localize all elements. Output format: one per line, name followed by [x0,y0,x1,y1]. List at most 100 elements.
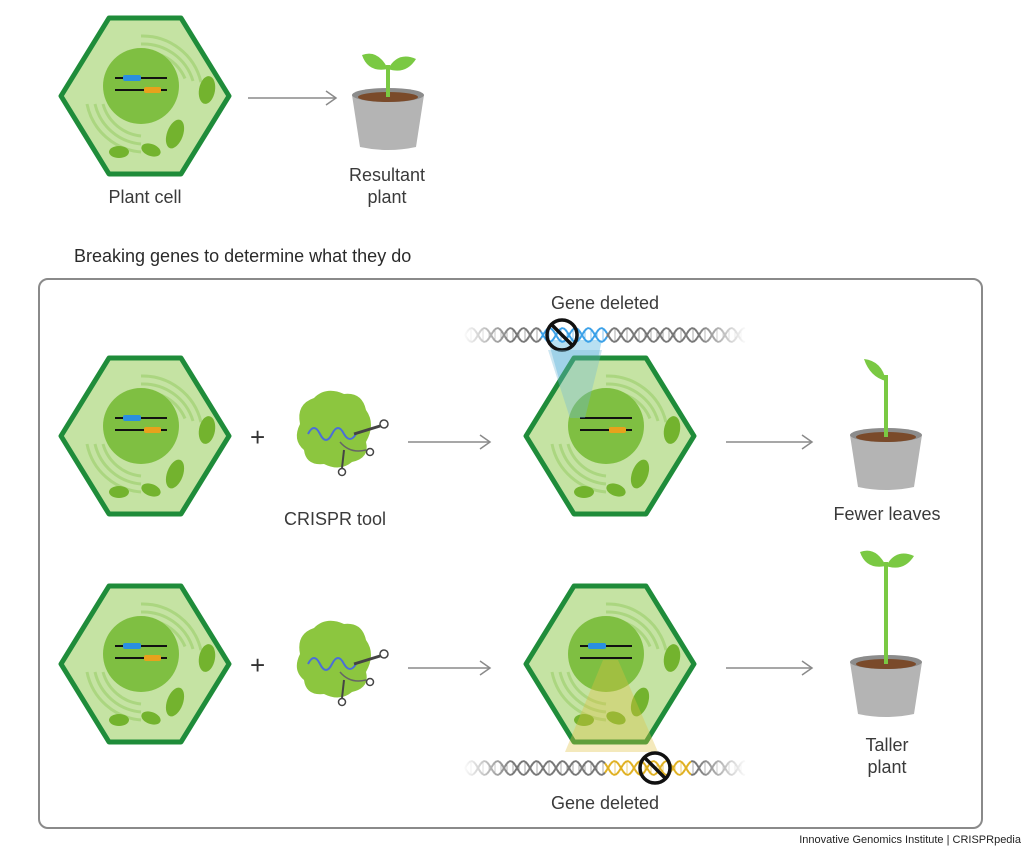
dna-strand [634,769,638,774]
chloroplast [630,687,650,717]
dna-strand [686,336,690,341]
dna-strand [666,327,670,331]
dna-strand [628,760,632,765]
dna-strand [576,771,580,776]
dna-strand [550,760,554,765]
dna-strand [640,327,644,331]
dna-strand [686,762,690,767]
dna-strand [646,764,650,769]
dna-strand [630,329,634,334]
stem [884,375,888,437]
dna-strand [544,761,548,766]
cas9-protein [296,390,371,468]
dna-strand [654,338,658,343]
er-membrane [93,103,142,146]
dna-strand [634,329,638,334]
gene-blue [123,643,141,649]
dna-strand [694,328,698,333]
dna-strand [564,328,568,333]
result-label-row2-line2: plant [867,757,907,777]
er-membrane [566,443,607,478]
dna-strand [628,327,632,332]
result-label-row1: Fewer leaves [833,504,941,524]
nucleus [103,388,179,464]
prohibited-icon [638,751,672,785]
plus-sign-row2: + [250,650,266,680]
dna-strand [544,770,548,775]
arrow-icon [248,90,338,106]
er-membrane [550,443,607,494]
er-membrane [101,103,142,138]
er-membrane [140,374,203,423]
dna-strand [610,327,614,332]
taller-plant-label: Taller plant [812,734,962,778]
dna-strand [642,770,646,775]
chloroplast [630,459,650,489]
arrow-icon [408,660,492,676]
dna-strand [604,329,608,334]
dna-strand [542,767,546,772]
dna-strand [682,762,686,767]
dna-strand [538,337,542,342]
dna-strand [650,772,654,776]
cas9-protein [296,620,371,698]
experiment-panel [38,278,983,829]
dna-strand [526,336,530,341]
dna-strand [526,329,530,334]
dna-strand [526,769,530,774]
arrow-head [479,434,492,450]
gene-orange [144,655,161,661]
dna-strand [654,760,658,765]
dna-strand [542,764,546,769]
chloroplast [663,644,681,672]
stem [884,562,888,664]
dna-strand [532,338,536,343]
crispr-tool-label: CRISPR tool [283,509,387,529]
dna-strand [610,338,614,343]
rna-strand [339,441,367,452]
dna-strand [642,761,646,766]
dna-strand [620,764,624,769]
dna-strand [598,772,602,776]
er-membrane [550,671,607,722]
rna-stem [353,424,381,436]
er-membrane [140,42,195,82]
dna-strand [604,336,608,341]
dna-strand [596,328,600,333]
plant-cell [58,15,232,177]
gene-orange [144,427,161,433]
dna-strand [530,769,534,774]
rna-loop [337,697,347,707]
arrow-head [801,434,814,450]
guide-rna [307,657,357,671]
dna-strand [532,771,536,776]
er-membrane [140,602,203,651]
dna-strand [608,762,612,767]
rna-loop [365,677,375,687]
rna-stem [353,654,381,666]
prohibited-slash [550,323,574,347]
dna-strand [584,338,588,343]
dna-strand [676,327,680,331]
dna-strand [622,770,626,775]
dna-strand [658,765,662,771]
credit-text: Innovative Genomics Institute | CRISPRpe… [799,834,1021,846]
er-membrane [93,443,142,486]
dna-strand [552,762,556,767]
dna-strand [646,334,650,339]
dna-fade [463,323,513,347]
dna-strand [688,338,692,343]
rna-stem [341,449,345,469]
dna-strand [568,334,572,339]
dna-strand [662,327,666,332]
prohibited-icon [545,318,579,352]
dna-strand [622,761,626,766]
dna-strand [564,770,568,775]
dna-strand [676,760,680,764]
dna-strand [604,769,608,774]
dna-strand [686,769,690,774]
dna-strand [674,337,678,342]
dna-strand [622,337,626,342]
dna-strand [584,771,588,776]
